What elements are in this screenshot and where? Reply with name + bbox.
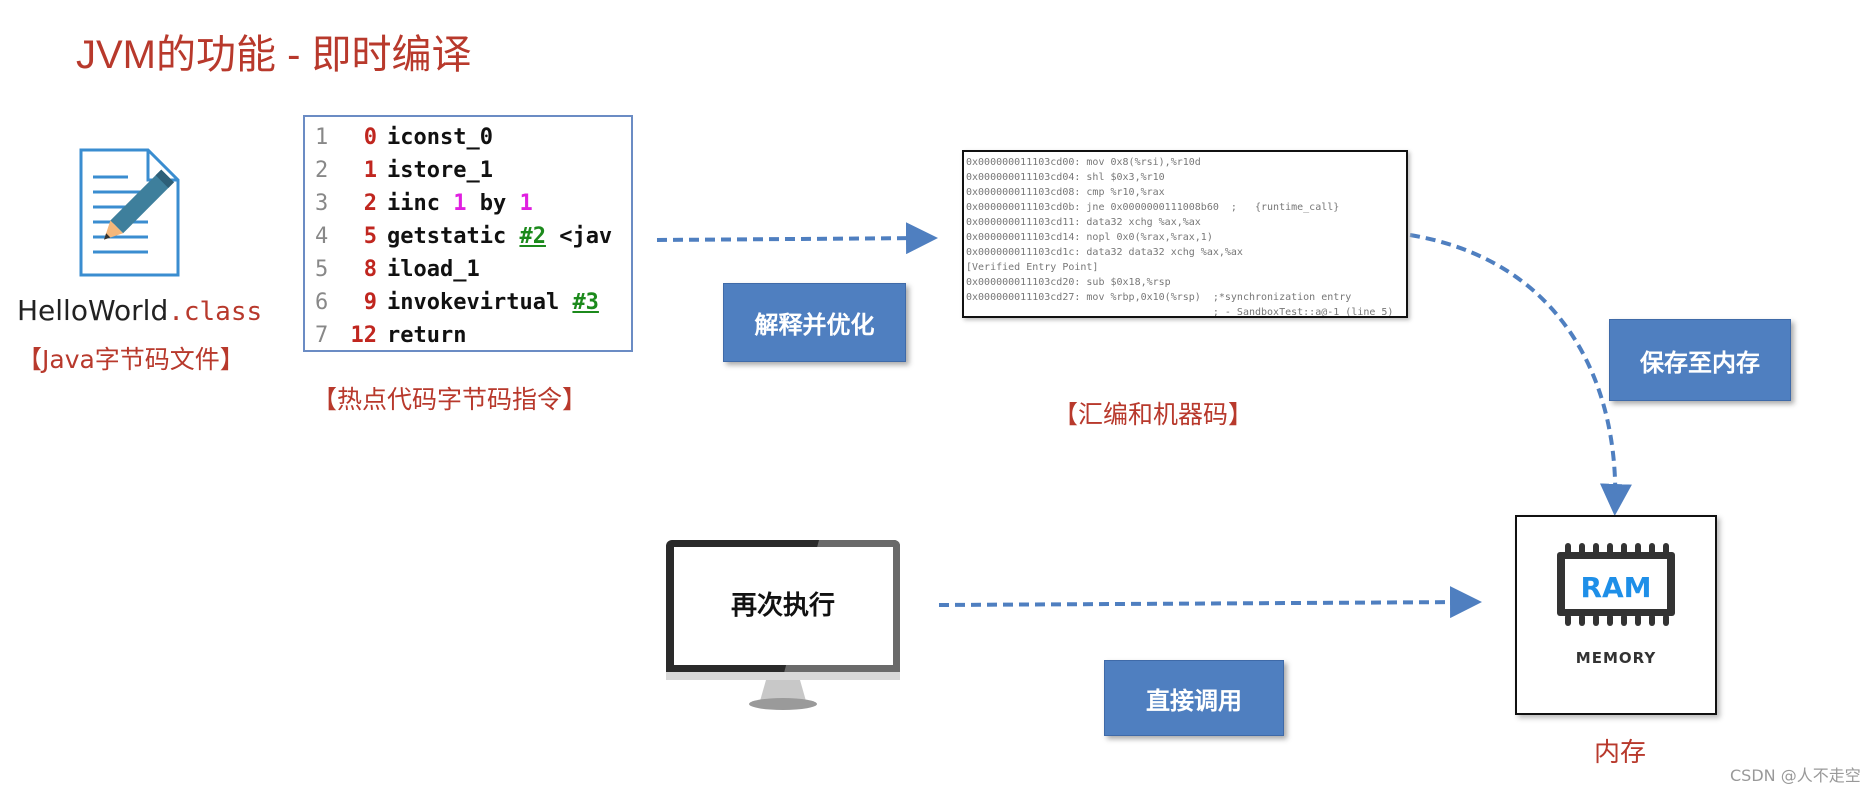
bytecode-token: iload_1 [387,257,480,282]
line-number: 3 [315,191,329,216]
class-file-name: HelloWorld.class [17,294,262,327]
bytecode-token: 1 [453,191,467,216]
bytecode-caption: 【热点代码字节码指令】 [312,385,588,414]
bytecode-line: 5 8 iload_1 [305,253,631,286]
chip-pin [1635,543,1641,555]
bytecode-offset: 8 [363,257,377,282]
save-to-memory-label: 保存至内存 [1609,319,1791,401]
assembly-line: 0x000000011103cd14: nopl 0x0(%rax,%rax,1… [966,232,1213,243]
bytecode-token: #3 [572,290,599,315]
assembly-listing: 0x000000011103cd00: mov 0x8(%rsi),%r10d 0… [962,150,1408,318]
line-number: 1 [315,125,329,150]
assembly-line: 0x000000011103cd08: cmp %r10,%rax [966,187,1165,198]
chip-pin [1621,543,1627,555]
bytecode-offset: 0 [363,125,377,150]
monitor-icon: 再次执行 [666,540,900,710]
line-number: 4 [315,224,329,249]
chip-pin [1593,614,1599,626]
bytecode-token: istore_1 [387,158,493,183]
file-name: HelloWorld [17,294,169,327]
memory-caption: 内存 [1594,738,1647,768]
bytecode-offset: 2 [363,191,377,216]
arrow-direct-call [938,586,1482,619]
assembly-line: 0x000000011103cd1c: data32 data32 xchg %… [966,247,1243,258]
line-number: 7 [315,323,329,348]
line-number: 6 [315,290,329,315]
bytecode-token: #2 [519,224,546,249]
bytecode-token: return [387,323,467,348]
bytecode-token: by [466,191,520,216]
assembly-line: 0x000000011103cd20: sub $0x18,%rsp [966,277,1171,288]
bytecode-line: 6 9 invokevirtual #3 [305,286,631,319]
chip-pin [1579,543,1585,555]
arrow-save [1409,233,1632,516]
memory-box: RAM MEMORY [1515,515,1717,715]
monitor-text: 再次执行 [731,590,835,621]
file-caption: 【Java字节码文件】 [17,345,245,374]
arrow-interpret [656,222,938,255]
memory-label: MEMORY [1576,649,1657,667]
bytecode-offset: 9 [363,290,377,315]
chip-pin [1607,543,1613,555]
chip-pin [1635,614,1641,626]
assembly-line: 0x000000011103cd27: mov %rbp,0x10(%rsp) … [966,292,1352,303]
chip-pin [1663,543,1669,555]
bytecode-line: 4 5 getstatic #2 <jav [305,220,631,253]
assembly-line: 0x000000011103cd11: data32 xchg %ax,%ax [966,217,1201,228]
assembly-line: [Verified Entry Point] [966,262,1099,273]
bytecode-listing: 1 0 iconst_0 2 1 istore_1 3 2 iinc 1 by 1 4 5 getst… [303,115,633,352]
direct-call-label: 直接调用 [1104,660,1284,736]
ram-label: RAM [1580,571,1651,604]
document-pencil-icon [79,148,180,277]
chip-pin [1593,543,1599,555]
slide-title: JVM的功能 - 即时编译 [76,33,472,77]
chip-pin [1565,614,1571,626]
chip-pin [1663,614,1669,626]
bytecode-offset: 12 [350,323,378,348]
interpret-optimize-label: 解释并优化 [723,283,906,362]
bytecode-line: 2 1 istore_1 [305,154,631,187]
chip-pin [1607,614,1613,626]
bytecode-token: 1 [519,191,533,216]
bytecode-token: iinc [387,191,454,216]
bytecode-token: invokevirtual [387,290,573,315]
chip-pin [1579,614,1585,626]
assembly-line: 0x000000011103cd04: shl $0x3,%r10 [966,172,1165,183]
file-extension: .class [168,297,263,327]
line-number: 5 [315,257,329,282]
bytecode-line: 3 2 iinc 1 by 1 [305,187,631,220]
assembly-line: 0x000000011103cd00: mov 0x8(%rsi),%r10d [966,157,1201,168]
chip-pin [1565,543,1571,555]
line-number: 2 [315,158,329,183]
bytecode-line: 7 12 return [305,319,631,350]
bytecode-offset: 5 [363,224,377,249]
bytecode-line: 1 0 iconst_0 [305,121,631,154]
assembly-caption: 【汇编和机器码】 [1053,400,1254,429]
watermark: CSDN @人不走空 [1730,766,1861,785]
chip-pin [1621,614,1627,626]
chip-pin [1649,614,1655,626]
bytecode-token: iconst_0 [387,125,493,150]
bytecode-token: <jav [545,224,613,249]
chip-pin [1649,543,1655,555]
assembly-line: ; - SandboxTest::a@-1 (line 5) [966,307,1394,318]
bytecode-offset: 1 [363,158,377,183]
ram-chip-icon: RAM MEMORY [1557,543,1675,667]
assembly-line: 0x000000011103cd0b: jne 0x0000000111008b… [966,202,1340,213]
bytecode-token: getstatic [387,224,520,249]
